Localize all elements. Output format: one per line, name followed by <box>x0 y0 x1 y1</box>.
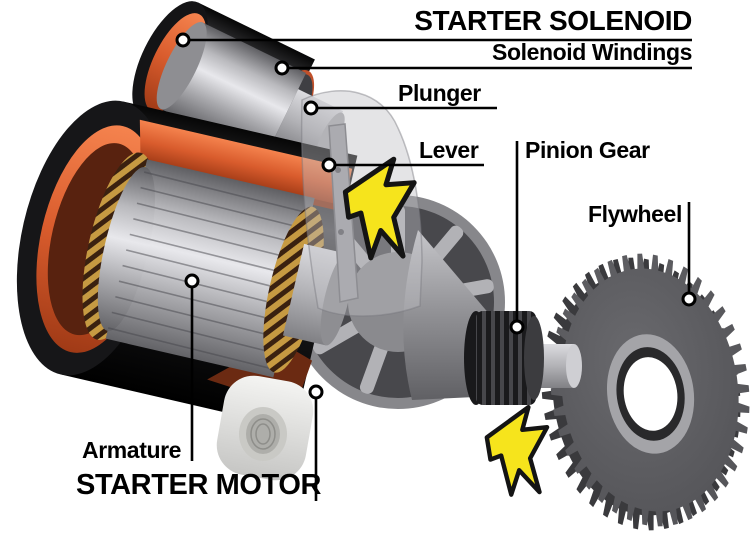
label-flywheel: Flywheel <box>588 201 682 227</box>
callout-dot <box>274 60 290 76</box>
lever-illustration <box>328 123 359 303</box>
label-armature: Armature <box>82 437 182 463</box>
callout-dot <box>303 100 319 116</box>
pinion-engagement-arrow-icon <box>484 404 550 497</box>
callout-dot <box>681 291 697 307</box>
label-starter-motor: STARTER MOTOR <box>76 469 322 501</box>
callout-dot <box>184 273 200 289</box>
label-lever: Lever <box>419 137 479 163</box>
label-pinion-gear: Pinion Gear <box>525 137 650 163</box>
label-starter-solenoid: STARTER SOLENOID <box>414 5 692 36</box>
callout-dot <box>321 157 337 173</box>
leader-lines <box>175 32 697 501</box>
flywheel-illustration <box>541 253 750 531</box>
armature-illustration <box>82 152 353 378</box>
label-plunger: Plunger <box>398 80 481 106</box>
callout-dot <box>308 384 324 400</box>
pinion-gear-illustration <box>464 311 582 405</box>
callout-dot <box>175 32 191 48</box>
starter-motor-illustration <box>16 100 358 429</box>
lever-engagement-arrow-icon <box>342 156 417 261</box>
mounting-bracket-illustration <box>216 375 314 481</box>
label-solenoid-windings: Solenoid Windings <box>492 39 692 65</box>
callout-dot <box>509 319 525 335</box>
